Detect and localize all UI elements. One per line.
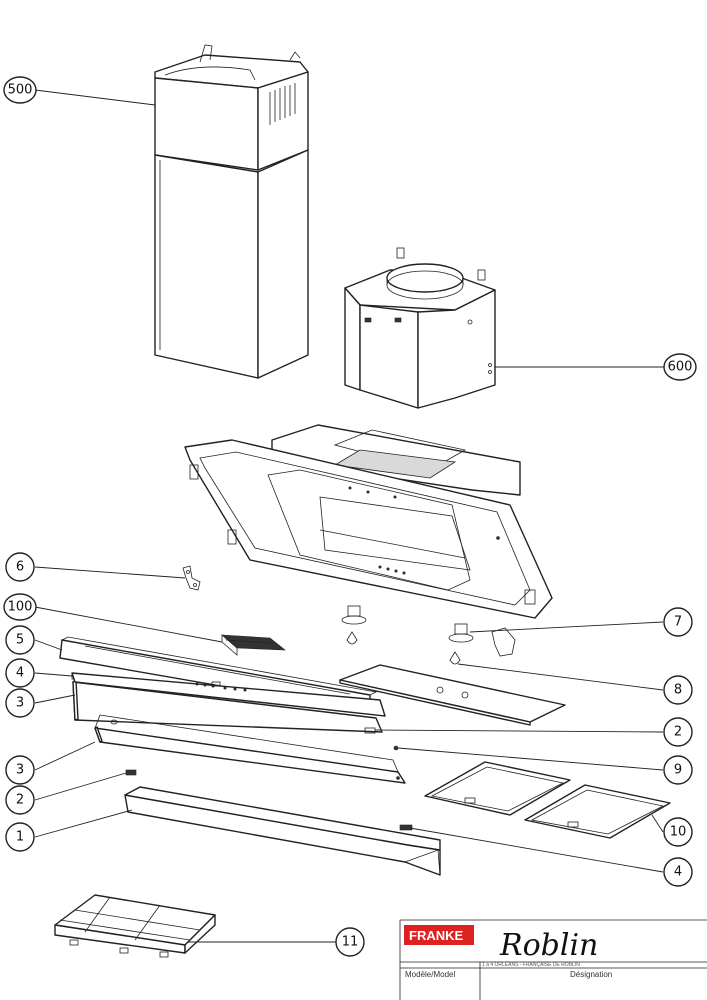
svg-text:7: 7	[674, 615, 682, 630]
roblin-logo: Roblin	[499, 928, 598, 963]
part-3-glass-lower	[94, 714, 406, 784]
callout-11: 11	[335, 927, 365, 957]
column-model: Modèle/Model	[405, 970, 455, 979]
part-500-chimney	[154, 44, 309, 379]
callout-6: 6	[5, 552, 35, 582]
part-7-lamp-holder	[341, 605, 516, 657]
part-1-bottom-panel	[124, 786, 441, 876]
callout-3-upper: 3	[5, 688, 35, 718]
part-100-control-board	[221, 634, 286, 656]
svg-text:2: 2	[674, 725, 682, 740]
title-block: FRANKE Roblin 1 à 4 ORLÉANS - FRANÇAISE …	[399, 919, 707, 1000]
callout-7: 7	[663, 607, 693, 637]
part-600-motor-housing	[344, 247, 496, 409]
svg-text:10: 10	[670, 825, 687, 840]
callout-600: 600	[663, 353, 697, 381]
svg-text:100: 100	[8, 600, 33, 615]
callout-8: 8	[663, 675, 693, 705]
svg-text:11: 11	[342, 935, 359, 950]
leader-lines	[34, 89, 665, 943]
svg-text:3: 3	[16, 763, 24, 778]
callout-3-lower: 3	[5, 755, 35, 785]
callout-1: 1	[5, 822, 35, 852]
callout-100: 100	[3, 593, 37, 621]
svg-text:4: 4	[674, 865, 682, 880]
lighting-cover-panel	[339, 664, 566, 726]
svg-text:500: 500	[8, 83, 33, 98]
svg-text:4: 4	[16, 666, 24, 681]
franke-logo: FRANKE	[404, 925, 474, 945]
vent-grille	[269, 83, 296, 125]
part-2-clip-left	[125, 769, 137, 776]
part-8-bulb	[346, 631, 461, 665]
svg-text:3: 3	[16, 696, 24, 711]
callout-5: 5	[5, 625, 35, 655]
svg-text:FRANKE: FRANKE	[409, 928, 463, 943]
address-line: 1 à 4 ORLÉANS - FRANÇAISE DE ROBLIN	[482, 961, 580, 968]
hood-body	[184, 424, 553, 619]
callout-4-left: 4	[5, 658, 35, 688]
part-10-grease-filters	[424, 761, 671, 839]
callout-2-right: 2	[663, 717, 693, 747]
svg-text:Roblin: Roblin	[499, 928, 598, 963]
part-11-carbon-filter	[54, 894, 216, 958]
part-6-bracket	[182, 565, 201, 591]
svg-text:9: 9	[674, 763, 682, 778]
callout-2-left: 2	[5, 785, 35, 815]
svg-text:1: 1	[16, 830, 24, 845]
column-designation: Désignation	[570, 970, 612, 979]
svg-text:8: 8	[674, 683, 682, 698]
callout-9: 9	[663, 755, 693, 785]
svg-text:6: 6	[16, 560, 24, 575]
callout-10: 10	[663, 817, 693, 847]
part-3-glass-upper	[71, 672, 386, 734]
callout-4-right: 4	[663, 857, 693, 887]
svg-text:5: 5	[16, 633, 24, 648]
svg-text:2: 2	[16, 793, 24, 808]
callout-500: 500	[3, 76, 37, 104]
svg-text:600: 600	[668, 360, 693, 375]
